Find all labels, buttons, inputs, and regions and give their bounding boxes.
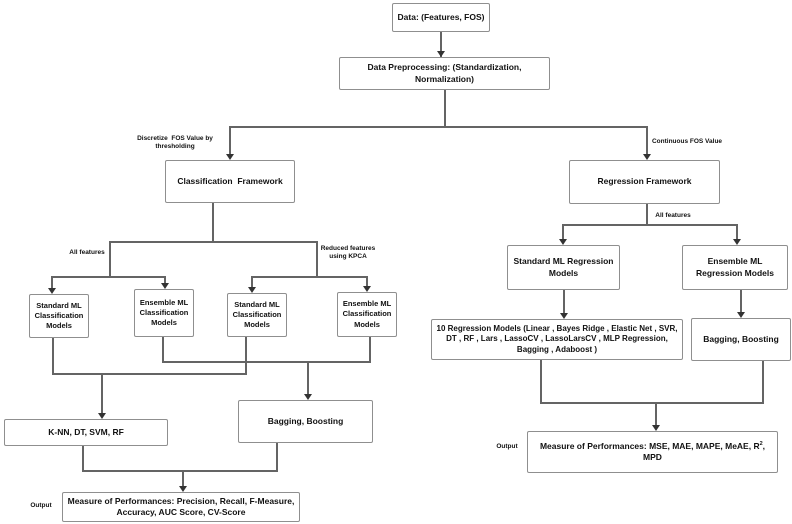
- node-data-preprocessing-label: Data Preprocessing: (Standardization, No…: [367, 62, 524, 84]
- connector-line: [540, 402, 764, 404]
- node-ensemble-ml-classification-allfeatures: Ensemble ML Classification Models: [134, 289, 194, 337]
- node-standard-ml-classification-allfeatures: Standard ML Classification Models: [29, 294, 89, 338]
- connector-line: [162, 361, 371, 363]
- connector-line: [762, 361, 764, 404]
- arrowhead-icon: [226, 154, 234, 160]
- connector-line: [82, 446, 84, 472]
- arrowhead-icon: [179, 486, 187, 492]
- regression-output-superscript: 2: [759, 441, 763, 448]
- connector-line: [229, 126, 649, 128]
- connector-line: [655, 403, 657, 426]
- node-regression-framework-label: Regression Framework: [597, 176, 692, 187]
- node-classification-output: Measure of Performances: Precision, Reca…: [62, 492, 300, 522]
- node-regression-output-label: Measure of Performances: MSE, MAE, MAPE,…: [530, 441, 775, 463]
- edge-label-continuous-fos: Continuous FOS Value: [651, 138, 723, 145]
- node-ten-regression-models: 10 Regression Models (Linear , Bayes Rid…: [431, 319, 683, 360]
- arrowhead-icon: [98, 413, 106, 419]
- arrowhead-icon: [304, 394, 312, 400]
- node-bagging-boosting-regression: Bagging, Boosting: [691, 318, 791, 361]
- connector-line: [369, 337, 371, 363]
- connector-line: [229, 127, 231, 155]
- node-bagging-boosting-classification: Bagging, Boosting: [238, 400, 373, 443]
- connector-line: [562, 224, 739, 226]
- edge-label-discretize-fos: Discretize FOS Value by thresholding: [137, 135, 215, 151]
- node-ensemble-ml-classification-kpca: Ensemble ML Classification Models: [337, 292, 397, 337]
- connector-line: [440, 32, 442, 57]
- connector-line: [307, 362, 309, 395]
- arrowhead-icon: [161, 283, 169, 289]
- node-data-label: Data: (Features, FOS): [397, 11, 485, 22]
- connector-line: [109, 242, 111, 278]
- connector-line: [646, 204, 648, 226]
- connector-line: [366, 277, 368, 287]
- node-data: Data: (Features, FOS): [392, 3, 490, 32]
- node-regression-framework: Regression Framework: [569, 160, 720, 204]
- arrowhead-icon: [560, 313, 568, 319]
- node-ensemble-ml-regression: Ensemble ML Regression Models: [682, 245, 788, 290]
- node-ten-regression-models-label: 10 Regression Models (Linear , Bayes Rid…: [436, 323, 680, 354]
- connector-line: [109, 241, 319, 243]
- connector-line: [182, 471, 184, 487]
- connector-line: [52, 338, 54, 375]
- node-classification-output-label: Measure of Performances: Precision, Reca…: [67, 495, 297, 517]
- arrowhead-icon: [437, 51, 445, 57]
- node-standard-ml-classification-kpca-label: Standard ML Classification Models: [232, 299, 284, 330]
- edge-label-all-features-regression: All features: [655, 212, 691, 219]
- node-standard-ml-regression-label: Standard ML Regression Models: [513, 256, 616, 278]
- connector-line: [444, 90, 446, 128]
- node-knn-dt-svm-rf-label: K-NN, DT, SVM, RF: [48, 426, 124, 437]
- connector-line: [164, 277, 166, 284]
- node-ensemble-ml-classification-allfeatures-label: Ensemble ML Classification Models: [139, 297, 191, 328]
- connector-line: [212, 203, 214, 243]
- node-standard-ml-classification-allfeatures-label: Standard ML Classification Models: [34, 300, 86, 331]
- node-standard-ml-classification-kpca: Standard ML Classification Models: [227, 293, 287, 337]
- connector-line: [82, 470, 278, 472]
- node-bagging-boosting-classification-label: Bagging, Boosting: [267, 415, 344, 426]
- connector-line: [736, 225, 738, 240]
- arrowhead-icon: [248, 287, 256, 293]
- arrowhead-icon: [48, 288, 56, 294]
- connector-line: [646, 127, 648, 155]
- connector-line: [563, 290, 565, 314]
- node-regression-output: Measure of Performances: MSE, MAE, MAPE,…: [527, 431, 778, 473]
- edge-label-reduced-features-kpca: Reduced features using KPCA: [320, 245, 378, 261]
- edge-label-all-features-classification: All features: [69, 249, 105, 256]
- connector-line: [540, 360, 542, 404]
- node-bagging-boosting-regression-label: Bagging, Boosting: [703, 333, 779, 344]
- edge-label-output-right: Output: [496, 443, 518, 450]
- arrowhead-icon: [559, 239, 567, 245]
- node-classification-framework-label: Classification Framework: [177, 175, 283, 186]
- connector-line: [101, 374, 103, 414]
- connector-line: [740, 290, 742, 313]
- node-ensemble-ml-classification-kpca-label: Ensemble ML Classification Models: [342, 299, 394, 329]
- node-standard-ml-regression: Standard ML Regression Models: [507, 245, 620, 290]
- arrowhead-icon: [643, 154, 651, 160]
- arrowhead-icon: [363, 286, 371, 292]
- node-data-preprocessing: Data Preprocessing: (Standardization, No…: [339, 57, 550, 90]
- connector-line: [52, 373, 247, 375]
- connector-line: [245, 337, 247, 375]
- connector-line: [316, 242, 318, 278]
- connector-line: [251, 276, 369, 278]
- regression-output-text-tail: , MPD: [643, 440, 768, 462]
- node-knn-dt-svm-rf: K-NN, DT, SVM, RF: [4, 419, 168, 446]
- node-classification-framework: Classification Framework: [165, 160, 295, 203]
- connector-line: [162, 337, 164, 363]
- arrowhead-icon: [652, 425, 660, 431]
- connector-line: [51, 277, 53, 289]
- connector-line: [51, 276, 167, 278]
- node-ensemble-ml-regression-label: Ensemble ML Regression Models: [696, 256, 774, 278]
- connector-line: [276, 443, 278, 472]
- edge-label-output-left: Output: [30, 502, 52, 509]
- connector-line: [562, 225, 564, 240]
- connector-line: [251, 277, 253, 288]
- regression-output-text: Measure of Performances: MSE, MAE, MAPE,…: [539, 440, 760, 451]
- arrowhead-icon: [737, 312, 745, 318]
- arrowhead-icon: [733, 239, 741, 245]
